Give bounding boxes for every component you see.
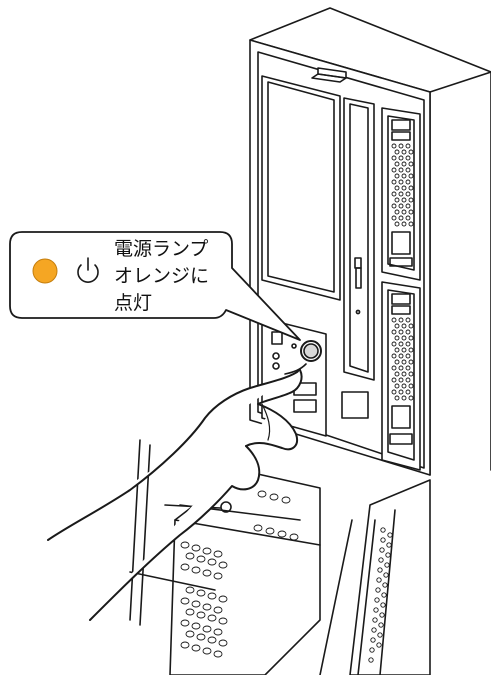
power-button[interactable]	[301, 341, 321, 361]
callout-line-3: 点灯	[114, 290, 234, 317]
drive-cage-lower	[382, 282, 420, 470]
side-panel-lower	[320, 480, 430, 675]
orange-lamp-icon	[33, 259, 57, 283]
callout-text: 電源ランプ オレンジに 点灯	[114, 236, 234, 317]
drive-cage-upper	[382, 108, 420, 280]
callout-line-1: 電源ランプ	[114, 236, 234, 263]
callout-line-2: オレンジに	[114, 263, 234, 290]
optical-drive-bay	[344, 98, 374, 380]
front-window	[262, 76, 340, 300]
